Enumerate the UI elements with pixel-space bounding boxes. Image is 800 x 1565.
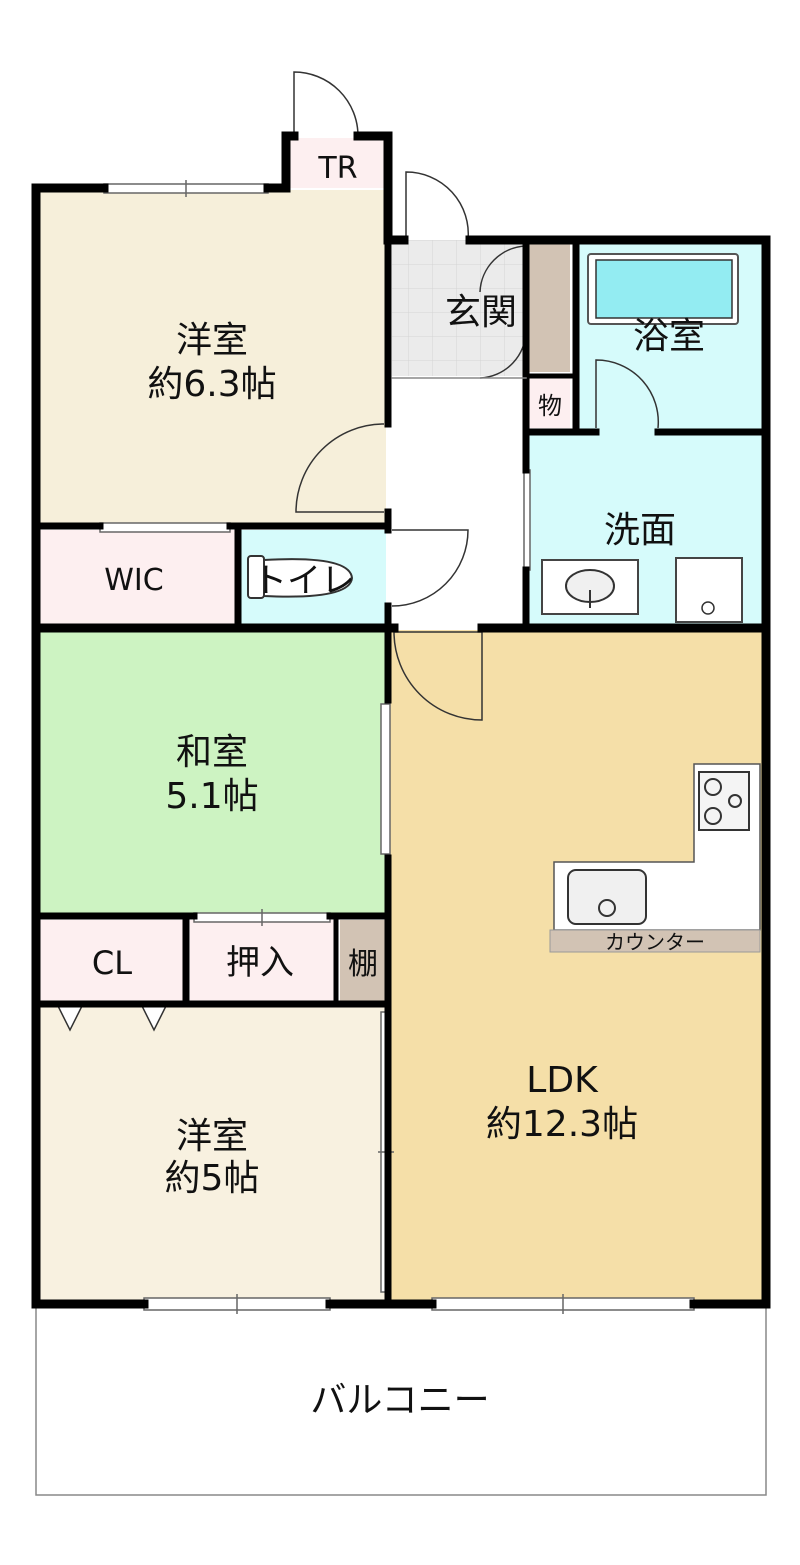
toilet-bowl-icon: [247, 555, 354, 599]
closet-floor: [38, 920, 186, 1004]
closet-label: CL: [92, 944, 132, 982]
shelf-floor: [340, 920, 386, 1004]
western2-size: 約5帖: [165, 1158, 260, 1199]
washroom-label: 洗面: [604, 510, 676, 551]
entrance-floor: [392, 240, 526, 376]
ldk-size: 約12.3帖: [486, 1104, 638, 1145]
balcony-label: バルコニー: [310, 1380, 489, 1421]
western1-size: 約6.3帖: [147, 364, 276, 405]
washer-space-icon: [675, 557, 743, 623]
entrance-label: 玄関: [445, 292, 517, 333]
wic-label: WIC: [104, 563, 163, 598]
toilet-label: トイレ: [253, 561, 355, 601]
japanese-floor: [38, 630, 386, 916]
western2-floor: [38, 1006, 386, 1302]
oshiire-label: 押入: [226, 943, 294, 983]
walls: [31, 131, 771, 1309]
washbasin-icon: [541, 559, 639, 615]
storage-label: 物: [538, 392, 562, 420]
wic-floor: [38, 530, 236, 626]
bath-label: 浴室: [633, 316, 705, 357]
oshiire-floor: [190, 920, 338, 1004]
counter-label: カウンター: [605, 930, 705, 954]
balcony-area: [35, 1304, 767, 1496]
western1-name: 洋室: [176, 320, 248, 361]
ldk-floor: [390, 630, 764, 1302]
western1-floor: [38, 190, 386, 524]
ldk-name: LDK: [526, 1060, 599, 1101]
sink-icon: [567, 869, 647, 925]
trunk-room-label: TR: [317, 151, 357, 186]
shelf-label: 棚: [348, 947, 378, 982]
hallway-floor: [390, 380, 528, 630]
western2-name: 洋室: [176, 1116, 248, 1157]
stove-icon: [698, 771, 750, 831]
japanese-size: 5.1帖: [165, 776, 258, 817]
japanese-name: 和室: [176, 732, 248, 773]
counter-bar: [549, 929, 761, 953]
door-swings: [293, 71, 660, 721]
storage-floor: [528, 376, 570, 428]
trunk-room-floor: [284, 138, 386, 188]
entrance-step: [528, 240, 570, 372]
